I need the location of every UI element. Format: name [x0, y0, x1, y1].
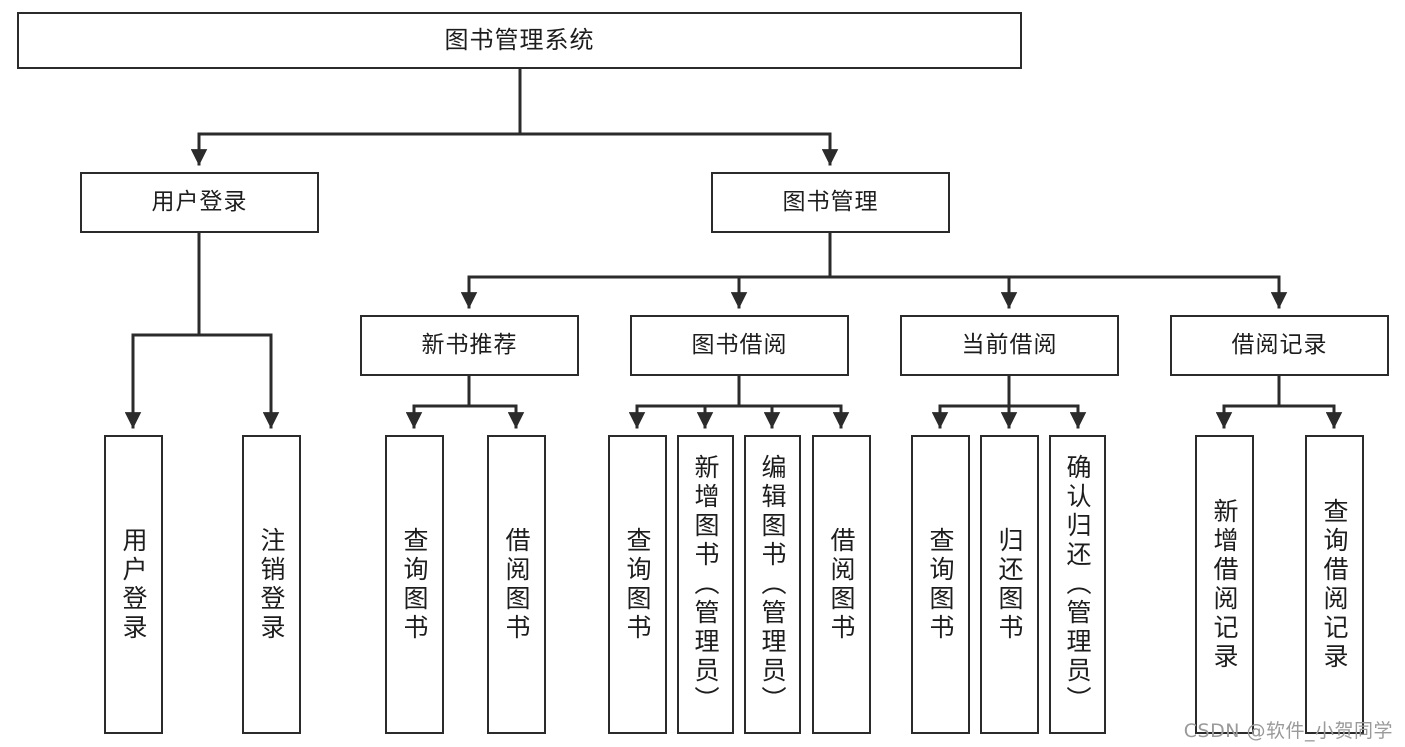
- leaf-record-add-borrow-record-label: 新增借阅记录: [1210, 497, 1239, 672]
- node-book-borrow[interactable]: 图书借阅: [630, 315, 849, 376]
- leaf-current-confirm-return-admin-label: 确认归还（管理员）: [1063, 454, 1092, 715]
- leaf-current-return-book-label: 归还图书: [995, 526, 1024, 643]
- leaf-new-book-borrow-book[interactable]: 借阅图书: [487, 435, 546, 734]
- leaf-borrow-query-book[interactable]: 查询图书: [608, 435, 667, 734]
- leaf-user-login-login-label: 用户登录: [119, 526, 148, 643]
- leaf-borrow-borrow-book[interactable]: 借阅图书: [812, 435, 871, 734]
- node-book-management-label: 图书管理: [782, 189, 879, 216]
- leaf-borrow-add-book-admin[interactable]: 新增图书（管理员）: [677, 435, 734, 734]
- leaf-record-query-borrow-record-label: 查询借阅记录: [1320, 497, 1349, 672]
- leaf-current-query-book[interactable]: 查询图书: [911, 435, 970, 734]
- leaf-current-confirm-return-admin[interactable]: 确认归还（管理员）: [1049, 435, 1106, 734]
- leaf-current-return-book[interactable]: 归还图书: [980, 435, 1039, 734]
- leaf-new-book-query-book[interactable]: 查询图书: [385, 435, 444, 734]
- node-new-book-recommend[interactable]: 新书推荐: [360, 315, 579, 376]
- node-borrow-record-label: 借阅记录: [1231, 332, 1328, 359]
- leaf-record-add-borrow-record[interactable]: 新增借阅记录: [1195, 435, 1254, 734]
- node-borrow-record[interactable]: 借阅记录: [1170, 315, 1389, 376]
- leaf-borrow-edit-book-admin[interactable]: 编辑图书（管理员）: [744, 435, 801, 734]
- leaf-user-login-logout-label: 注销登录: [257, 526, 286, 643]
- leaf-record-query-borrow-record[interactable]: 查询借阅记录: [1305, 435, 1364, 734]
- node-book-borrow-label: 图书借阅: [691, 332, 788, 359]
- node-book-management[interactable]: 图书管理: [711, 172, 950, 233]
- node-current-borrow[interactable]: 当前借阅: [900, 315, 1119, 376]
- leaf-current-query-book-label: 查询图书: [926, 526, 955, 643]
- csdn-watermark: CSDN @软件_小贺同学: [1183, 720, 1393, 742]
- node-user-login-label: 用户登录: [151, 189, 248, 216]
- node-user-login[interactable]: 用户登录: [80, 172, 319, 233]
- node-current-borrow-label: 当前借阅: [961, 332, 1058, 359]
- leaf-borrow-query-book-label: 查询图书: [623, 526, 652, 643]
- leaf-borrow-borrow-book-label: 借阅图书: [827, 526, 856, 643]
- node-root-label: 图书管理系统: [444, 25, 595, 54]
- leaf-new-book-query-book-label: 查询图书: [400, 526, 429, 643]
- leaf-borrow-edit-book-admin-label: 编辑图书（管理员）: [758, 454, 787, 715]
- leaf-borrow-add-book-admin-label: 新增图书（管理员）: [691, 454, 720, 715]
- node-root-book-management-system[interactable]: 图书管理系统: [17, 12, 1022, 69]
- leaf-user-login-logout[interactable]: 注销登录: [242, 435, 301, 734]
- leaf-new-book-borrow-book-label: 借阅图书: [502, 526, 531, 643]
- node-new-book-recommend-label: 新书推荐: [421, 332, 518, 359]
- leaf-user-login-login[interactable]: 用户登录: [104, 435, 163, 734]
